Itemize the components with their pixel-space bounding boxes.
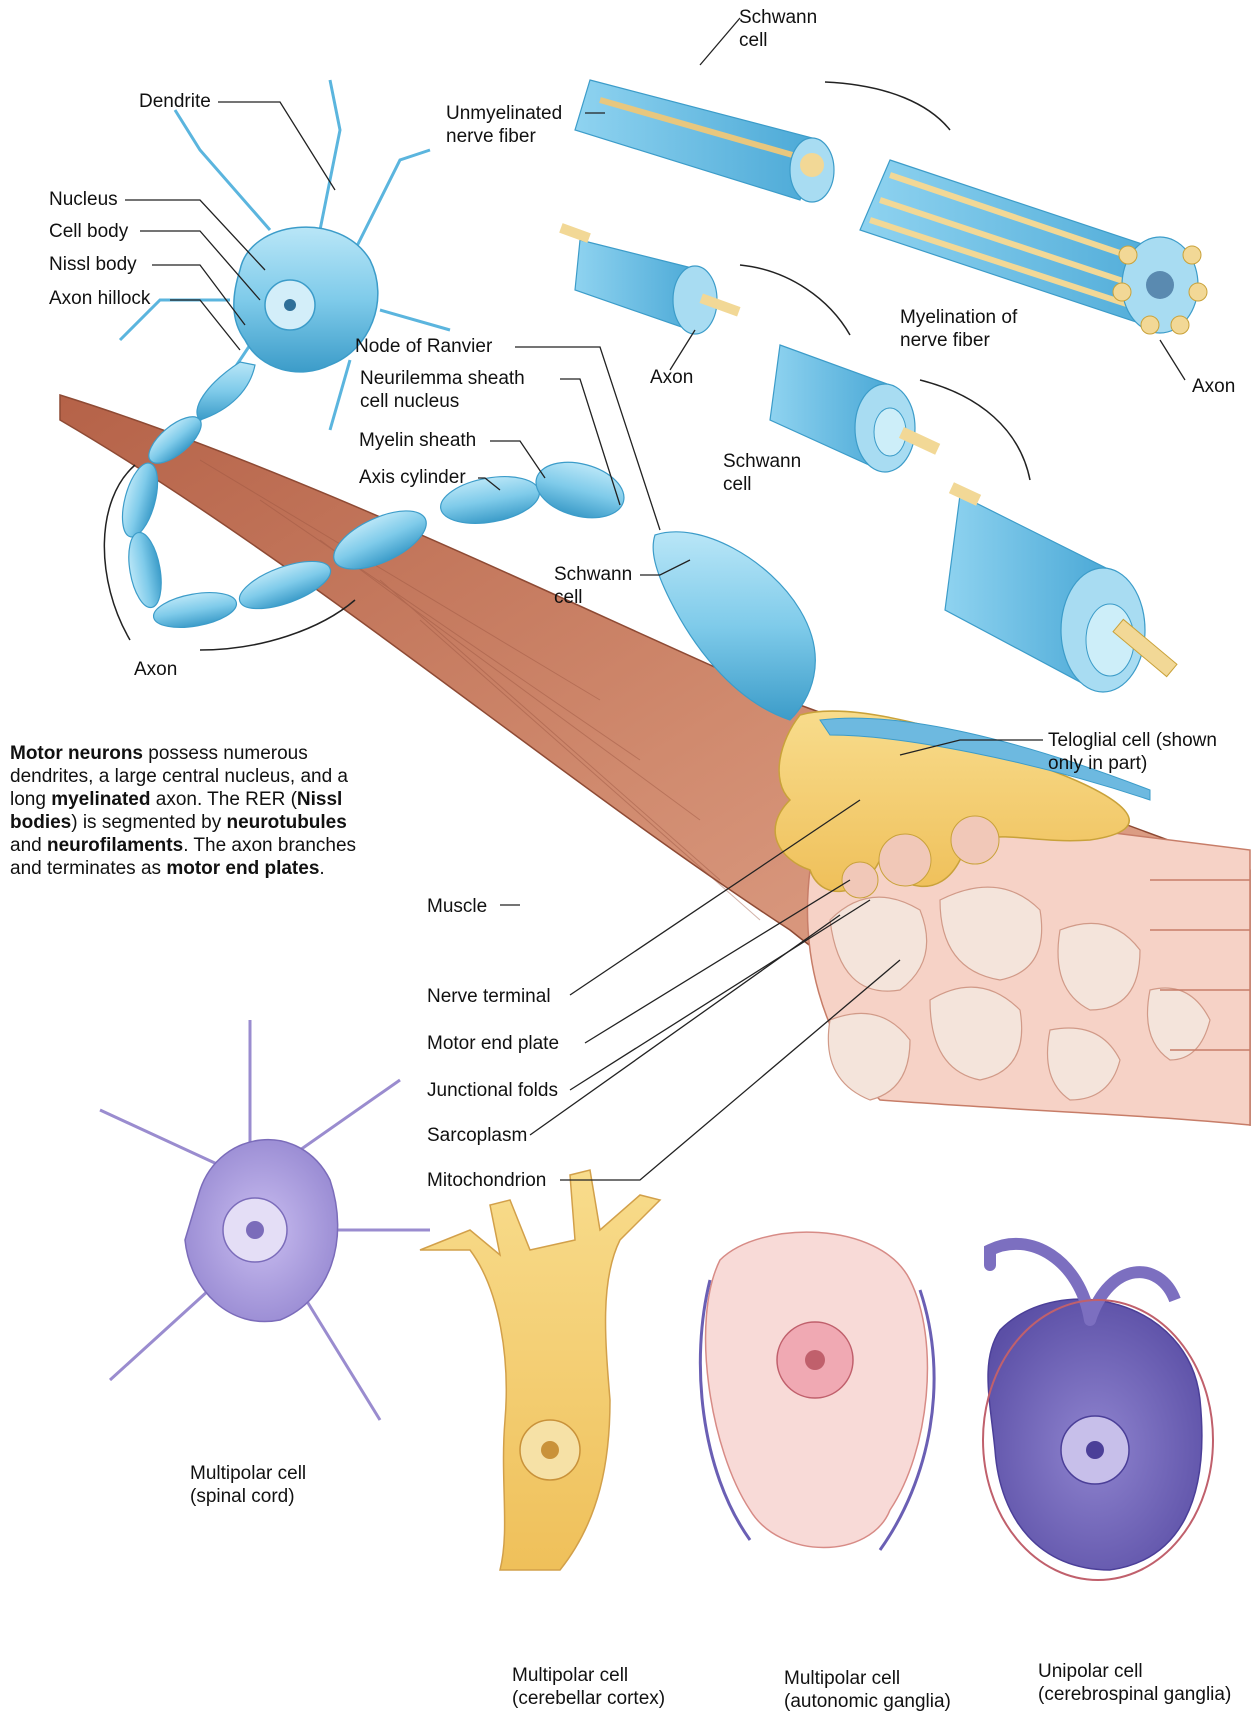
label-muscle: Muscle	[427, 895, 487, 918]
desc-motor-end-plates: motor end plates	[166, 858, 319, 879]
label-axon-hillock: Axon hillock	[49, 287, 150, 310]
desc-myelinated: myelinated	[51, 789, 150, 810]
desc-text-3: ) is segmented by	[71, 812, 226, 833]
label-sarcoplasm: Sarcoplasm	[427, 1124, 527, 1147]
label-schwann-cell-mid: Schwann cell	[554, 563, 632, 609]
multipolar-cell-cerebellar	[420, 1170, 660, 1570]
label-schwann-cell-right: Schwann cell	[723, 450, 801, 496]
label-neurilemma: Neurilemma sheath cell nucleus	[360, 367, 525, 413]
myelination-stage-1	[559, 223, 740, 334]
label-myelin-sheath: Myelin sheath	[359, 429, 476, 452]
label-nissl-body: Nissl body	[49, 253, 137, 276]
label-mitochondrion: Mitochondrion	[427, 1169, 546, 1192]
label-schwann-cell-top: Schwann cell	[739, 6, 817, 52]
label-axon-top-right: Axon	[1192, 375, 1235, 398]
desc-text-4: and	[10, 835, 47, 856]
unipolar-cell	[983, 1244, 1213, 1580]
label-axon-top-mid: Axon	[650, 366, 693, 389]
label-axis-cylinder: Axis cylinder	[359, 466, 466, 489]
caption-cerebellar: Multipolar cell (cerebellar cortex)	[512, 1664, 665, 1710]
caption-unipolar: Unipolar cell (cerebrospinal ganglia)	[1038, 1660, 1231, 1706]
motor-neuron-description: Motor neurons possess numerous dendrites…	[10, 742, 380, 880]
unmyelinated-fiber	[575, 80, 834, 202]
label-node-of-ranvier: Node of Ranvier	[355, 335, 492, 358]
label-myelination: Myelination of nerve fiber	[900, 306, 1017, 352]
label-unmyelinated: Unmyelinated nerve fiber	[446, 102, 562, 148]
label-axon-left: Axon	[134, 658, 177, 681]
caption-spinal: Multipolar cell (spinal cord)	[190, 1462, 306, 1508]
label-nucleus: Nucleus	[49, 188, 118, 211]
label-cell-body: Cell body	[49, 220, 128, 243]
multipolar-cell-autonomic	[700, 1232, 934, 1550]
desc-text-2: axon. The RER (	[150, 789, 296, 810]
label-motor-end-plate: Motor end plate	[427, 1032, 559, 1055]
desc-neurofilaments: neurofilaments	[47, 835, 183, 856]
label-dendrite: Dendrite	[139, 90, 211, 113]
label-junctional-folds: Junctional folds	[427, 1079, 558, 1102]
desc-text-6: .	[319, 858, 324, 879]
label-nerve-terminal: Nerve terminal	[427, 985, 551, 1008]
caption-autonomic: Multipolar cell (autonomic ganglia)	[784, 1667, 951, 1713]
label-teloglial: Teloglial cell (shown only in part)	[1048, 729, 1217, 775]
multipolar-cell-spinal	[100, 1020, 430, 1420]
desc-neurotubules: neurotubules	[226, 812, 346, 833]
desc-motor-neurons: Motor neurons	[10, 743, 143, 764]
myelination-stage-3	[945, 482, 1177, 692]
